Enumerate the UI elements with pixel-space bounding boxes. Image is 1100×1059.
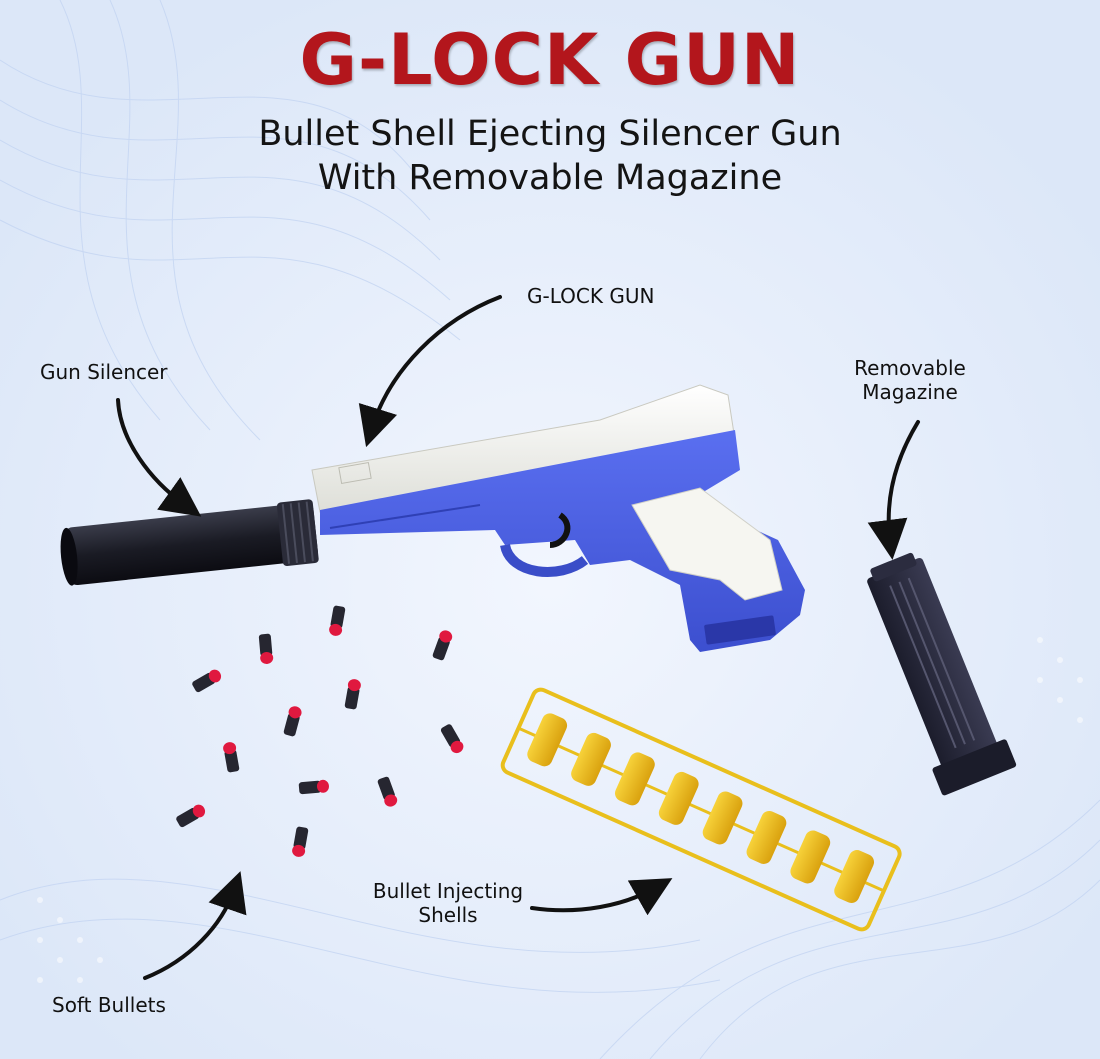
arrow-icon bbox=[867, 420, 920, 560]
callout-magazine: Removable Magazine bbox=[846, 356, 974, 404]
callout-bullets: Soft Bullets bbox=[52, 993, 166, 1017]
arrow-icon bbox=[530, 878, 673, 916]
gun-silencer bbox=[60, 499, 319, 586]
arrow-icon bbox=[143, 871, 247, 980]
callout-shells-line-1: Bullet Injecting bbox=[372, 879, 524, 903]
page-subtitle: Bullet Shell Ejecting Silencer Gun With … bbox=[0, 112, 1100, 200]
bullet-shells bbox=[500, 687, 902, 932]
page-title: G-LOCK GUN bbox=[299, 19, 801, 101]
callout-magazine-line-2: Magazine bbox=[862, 380, 958, 404]
gun-body bbox=[311, 384, 805, 652]
callout-magazine-line-1: Removable bbox=[854, 356, 966, 380]
subtitle-line-1: Bullet Shell Ejecting Silencer Gun bbox=[258, 114, 842, 154]
callout-shells-line-2: Shells bbox=[418, 903, 478, 927]
arrow-icon bbox=[358, 295, 502, 448]
subtitle-line-2: With Removable Magazine bbox=[317, 158, 783, 198]
removable-magazine bbox=[867, 552, 1017, 796]
callout-silencer: Gun Silencer bbox=[40, 360, 168, 384]
callout-gun: G-LOCK GUN bbox=[527, 284, 655, 308]
callout-shells: Bullet Injecting Shells bbox=[362, 879, 534, 927]
soft-bullets bbox=[176, 605, 464, 857]
arrow-icon bbox=[116, 398, 202, 517]
